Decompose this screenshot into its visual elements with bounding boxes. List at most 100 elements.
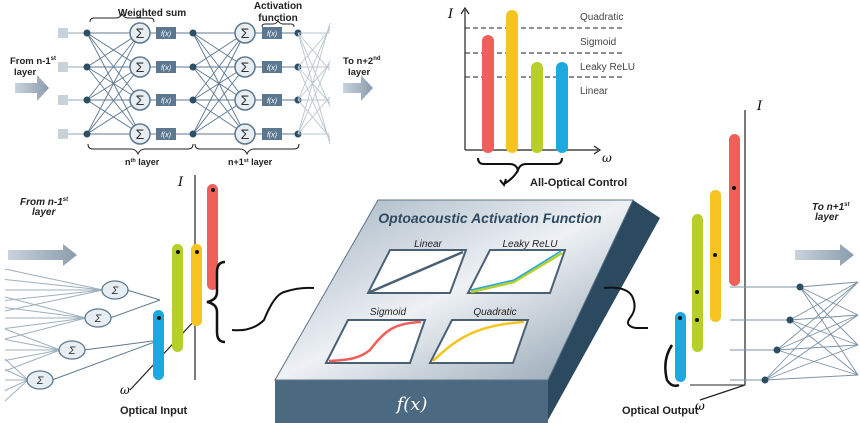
sigma-symbol: Σ bbox=[241, 25, 250, 41]
sigma-symbol: Σ bbox=[136, 92, 145, 108]
optical-input-label: Optical Input bbox=[120, 405, 188, 417]
input-weight-line bbox=[4, 358, 29, 381]
faded-weight-line bbox=[297, 32, 331, 145]
slab-fx-label: f(x) bbox=[395, 394, 428, 415]
output-weight-line bbox=[799, 286, 859, 376]
bar-peak-dot bbox=[211, 188, 215, 192]
faded-fx-box bbox=[58, 95, 68, 105]
input-bar-yellow bbox=[191, 244, 202, 326]
n1-layer-label: n+1st layer bbox=[228, 157, 273, 167]
faded-weight-line bbox=[297, 66, 331, 104]
faded-fx-box bbox=[58, 129, 68, 139]
bar-peak-dot bbox=[695, 318, 699, 322]
fx-text: f(x) bbox=[267, 98, 277, 105]
all-optical-control-label: All-Optical Control bbox=[530, 177, 627, 189]
neuron-node bbox=[189, 130, 197, 138]
control-y-label: I bbox=[447, 7, 454, 22]
output-weight-line bbox=[764, 374, 859, 381]
control-bar-yellow bbox=[506, 10, 518, 153]
level-sigmoid: Sigmoid bbox=[580, 37, 616, 48]
output-weight-line bbox=[776, 281, 859, 351]
output-neuron-node bbox=[786, 316, 794, 324]
output-weight-line bbox=[776, 314, 859, 351]
activation-fx-box bbox=[156, 61, 176, 73]
weight-line bbox=[86, 32, 141, 135]
plot-linear-curve bbox=[369, 250, 464, 294]
plot-leaky-relu-title: Leaky ReLU bbox=[502, 239, 558, 250]
output-arrow bbox=[795, 244, 854, 266]
input-brace bbox=[206, 260, 226, 344]
output-neuron-node bbox=[773, 346, 781, 354]
output-connector bbox=[603, 286, 648, 329]
input-bar-red bbox=[207, 184, 218, 290]
sum-node bbox=[234, 89, 256, 111]
output-y-label: I bbox=[756, 99, 763, 114]
control-arrowhead bbox=[499, 178, 507, 188]
slab-title: Optoacoustic Activation Function bbox=[378, 210, 602, 226]
neuron-node bbox=[83, 96, 91, 104]
output-neuron-node bbox=[761, 376, 769, 384]
faded-weight-line bbox=[297, 32, 331, 71]
level-quadratic: Quadratic bbox=[580, 12, 623, 23]
sigma-symbol: Σ bbox=[241, 92, 250, 108]
plot-leaky-relu-frame bbox=[466, 249, 567, 294]
output-bar-red bbox=[729, 134, 740, 286]
net-input-arrow bbox=[15, 75, 49, 101]
input-sum-node bbox=[26, 370, 54, 390]
sigma-symbol: Σ bbox=[136, 25, 145, 41]
input-weight-line bbox=[4, 339, 61, 351]
faded-weight-line bbox=[297, 99, 331, 138]
nth-layer-brace bbox=[87, 143, 194, 156]
neuron-node bbox=[189, 63, 197, 71]
output-x-label: ω bbox=[695, 399, 705, 413]
activation-fx-box bbox=[156, 94, 176, 106]
sum-node bbox=[129, 56, 151, 78]
bar-peak-dot bbox=[713, 253, 717, 257]
input-bar-green bbox=[172, 244, 183, 352]
output-weight-line bbox=[776, 349, 859, 376]
output-weight-line bbox=[789, 281, 859, 321]
faded-weight-line bbox=[297, 63, 331, 101]
input-out-line bbox=[109, 299, 161, 319]
weight-line bbox=[192, 32, 246, 135]
bar-peak-dot bbox=[678, 316, 682, 320]
faded-weight-line bbox=[297, 60, 331, 135]
output-bar-blue bbox=[675, 312, 686, 382]
output-weight-line bbox=[764, 314, 859, 381]
input-weight-line bbox=[4, 279, 104, 291]
sum-node bbox=[129, 89, 151, 111]
input-arrow bbox=[8, 244, 77, 266]
bar-peak-dot bbox=[732, 186, 736, 190]
weight-line bbox=[86, 66, 141, 135]
sigma-symbol: Σ bbox=[136, 59, 145, 75]
input-out-line bbox=[83, 339, 161, 351]
input-weight-line bbox=[4, 317, 87, 340]
output-weight-line bbox=[799, 286, 859, 316]
output-weight-line bbox=[764, 281, 859, 381]
output-x-axis bbox=[699, 384, 746, 401]
output-neuron-node bbox=[796, 283, 804, 291]
control-bar-green bbox=[531, 62, 543, 153]
input-weight-line bbox=[4, 369, 29, 381]
bar-peak-dot bbox=[157, 316, 161, 320]
activation-label-1: Activation bbox=[254, 1, 302, 12]
faded-fx-box bbox=[58, 62, 68, 72]
input-x-label: ω bbox=[120, 383, 130, 397]
activation-fx-box bbox=[262, 128, 282, 140]
input-sum-node bbox=[58, 340, 86, 360]
output-brace bbox=[664, 344, 680, 388]
weight-line bbox=[86, 32, 141, 101]
input-sum-node bbox=[101, 280, 129, 300]
neuron-node bbox=[189, 29, 197, 37]
bar-peak-dot bbox=[176, 250, 180, 254]
sigma-symbol: Σ bbox=[68, 345, 76, 357]
plot-quadratic-title: Quadratic bbox=[473, 307, 516, 318]
axis-arrowheads bbox=[460, 6, 602, 155]
fx-text: f(x) bbox=[161, 98, 171, 105]
